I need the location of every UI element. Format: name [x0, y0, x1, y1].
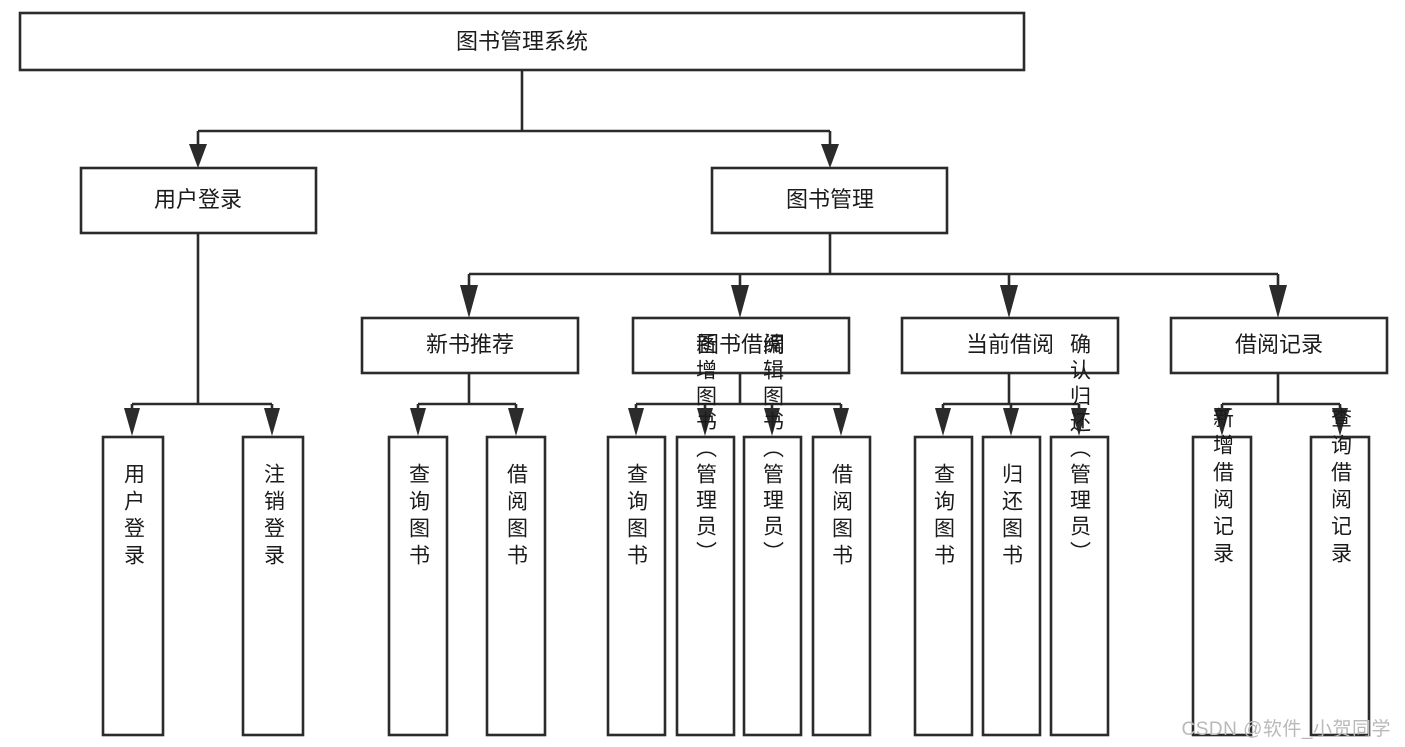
node-root-label: 图书管理系统	[456, 29, 588, 54]
leaf-node[interactable]: 借阅图书	[485, 435, 547, 737]
leaf-node[interactable]: 归还图书	[981, 435, 1042, 737]
leaf-label-query-book-3: 查询图书	[932, 463, 956, 571]
arrowhead-leaf-logout	[264, 408, 280, 436]
connector-group-current	[935, 373, 1087, 436]
arrowhead-cu-leaf-3	[1071, 408, 1087, 436]
leaf-box-add-book[interactable]	[675, 435, 736, 737]
leaf-box-borrow-book-2[interactable]	[811, 435, 872, 737]
leaf-box-query-book-1[interactable]	[387, 435, 449, 737]
node-borrow-record[interactable]: 借阅记录	[1169, 316, 1389, 375]
node-book-management[interactable]: 图书管理	[710, 166, 949, 235]
leaf-node[interactable]: 注销登录	[241, 435, 305, 737]
leaf-box-borrow-book-1[interactable]	[485, 435, 547, 737]
arrowhead-bw-leaf-2	[697, 408, 713, 436]
leaf-label-borrow-book-2: 借阅图书	[830, 463, 854, 571]
arrowhead-rc-leaf-1	[1214, 408, 1230, 436]
leaf-label-user-login: 用户登录	[122, 463, 146, 571]
arrowhead-newbook	[460, 285, 478, 318]
arrowhead-login	[189, 144, 207, 168]
leaf-box-logout[interactable]	[241, 435, 305, 737]
arrowhead-cu-leaf-1	[935, 408, 951, 436]
leaf-box-add-record[interactable]	[1191, 435, 1253, 737]
node-book-borrow[interactable]: 图书借阅	[631, 316, 851, 375]
arrowhead-rc-leaf-2	[1332, 408, 1348, 436]
leaf-box-return-book[interactable]	[981, 435, 1042, 737]
leaf-label-query-book-2: 查询图书	[625, 463, 649, 571]
leaf-label-borrow-book-1: 借阅图书	[505, 463, 529, 571]
node-root[interactable]: 图书管理系统	[18, 11, 1026, 72]
leaf-node[interactable]: 新增借阅记录	[1191, 407, 1253, 737]
node-user-login[interactable]: 用户登录	[79, 166, 318, 235]
leaf-box-query-book-2[interactable]	[606, 435, 667, 737]
connector-group-newbook	[410, 373, 524, 436]
node-new-book-recommend-box[interactable]	[360, 316, 580, 375]
arrowhead-cu-leaf-2	[1003, 408, 1019, 436]
leaf-node[interactable]: 查询图书	[606, 435, 667, 737]
leaf-label-edit-book: 编辑图书（管理员）	[761, 333, 785, 567]
leaf-label-query-record: 查询借阅记录	[1329, 407, 1353, 569]
node-borrow-record-box[interactable]	[1169, 316, 1389, 375]
leaf-node[interactable]: 查询借阅记录	[1309, 407, 1371, 737]
arrowhead-borrow	[731, 285, 749, 318]
arrowhead-nb-leaf-2	[508, 408, 524, 436]
leaf-label-add-book: 新增图书（管理员）	[694, 333, 718, 567]
leaf-node[interactable]: 查询图书	[913, 435, 974, 737]
arrowhead-leaf-user-login	[124, 408, 140, 436]
node-new-book-recommend[interactable]: 新书推荐	[360, 316, 580, 375]
arrowhead-current	[1000, 285, 1018, 318]
leaf-box-edit-book[interactable]	[742, 435, 803, 737]
node-user-login-label: 用户登录	[154, 187, 242, 212]
node-current-borrow[interactable]: 当前借阅	[900, 316, 1120, 375]
leaf-label-confirm-return: 确认归还（管理员）	[1068, 333, 1092, 567]
node-book-borrow-label: 图书借阅	[697, 332, 785, 357]
leaf-node[interactable]: 新增图书（管理员）	[675, 333, 736, 737]
leaf-label-add-record: 新增借阅记录	[1211, 407, 1235, 569]
leaf-box-query-book-3[interactable]	[913, 435, 974, 737]
node-borrow-record-label: 借阅记录	[1235, 332, 1323, 357]
arrowhead-bookmgmt	[821, 144, 839, 168]
leaf-box-user-login[interactable]	[101, 435, 165, 737]
node-current-borrow-label: 当前借阅	[966, 332, 1054, 357]
connector-group-record	[1214, 373, 1348, 436]
leaf-node[interactable]: 借阅图书	[811, 435, 872, 737]
arrowhead-bw-leaf-4	[833, 408, 849, 436]
leaf-label-return-book: 归还图书	[1000, 463, 1024, 571]
connector-group-login	[124, 233, 280, 436]
arrowhead-record	[1269, 285, 1287, 318]
node-book-management-box[interactable]	[710, 166, 949, 235]
node-current-borrow-box[interactable]	[900, 316, 1120, 375]
leaf-node[interactable]: 查询图书	[387, 435, 449, 737]
leaf-label-logout: 注销登录	[262, 463, 286, 571]
arrowhead-bw-leaf-1	[628, 408, 644, 436]
leaf-box-confirm-return[interactable]	[1049, 435, 1110, 737]
node-book-borrow-box[interactable]	[631, 316, 851, 375]
leaf-node[interactable]: 确认归还（管理员）	[1049, 333, 1110, 737]
leaf-label-query-book-1: 查询图书	[407, 463, 431, 571]
connector-group-root	[189, 70, 839, 168]
leaf-node[interactable]: 用户登录	[101, 435, 165, 737]
connector-group-bookmgmt	[460, 233, 1287, 318]
node-root-box[interactable]	[18, 11, 1026, 72]
leaf-node[interactable]: 编辑图书（管理员）	[742, 333, 803, 737]
arrowhead-bw-leaf-3	[764, 408, 780, 436]
node-new-book-recommend-label: 新书推荐	[426, 332, 514, 357]
leaf-box-query-record[interactable]	[1309, 435, 1371, 737]
node-user-login-box[interactable]	[79, 166, 318, 235]
node-book-management-label: 图书管理	[786, 187, 874, 212]
connector-group-borrow	[628, 373, 849, 436]
arrowhead-nb-leaf-1	[410, 408, 426, 436]
